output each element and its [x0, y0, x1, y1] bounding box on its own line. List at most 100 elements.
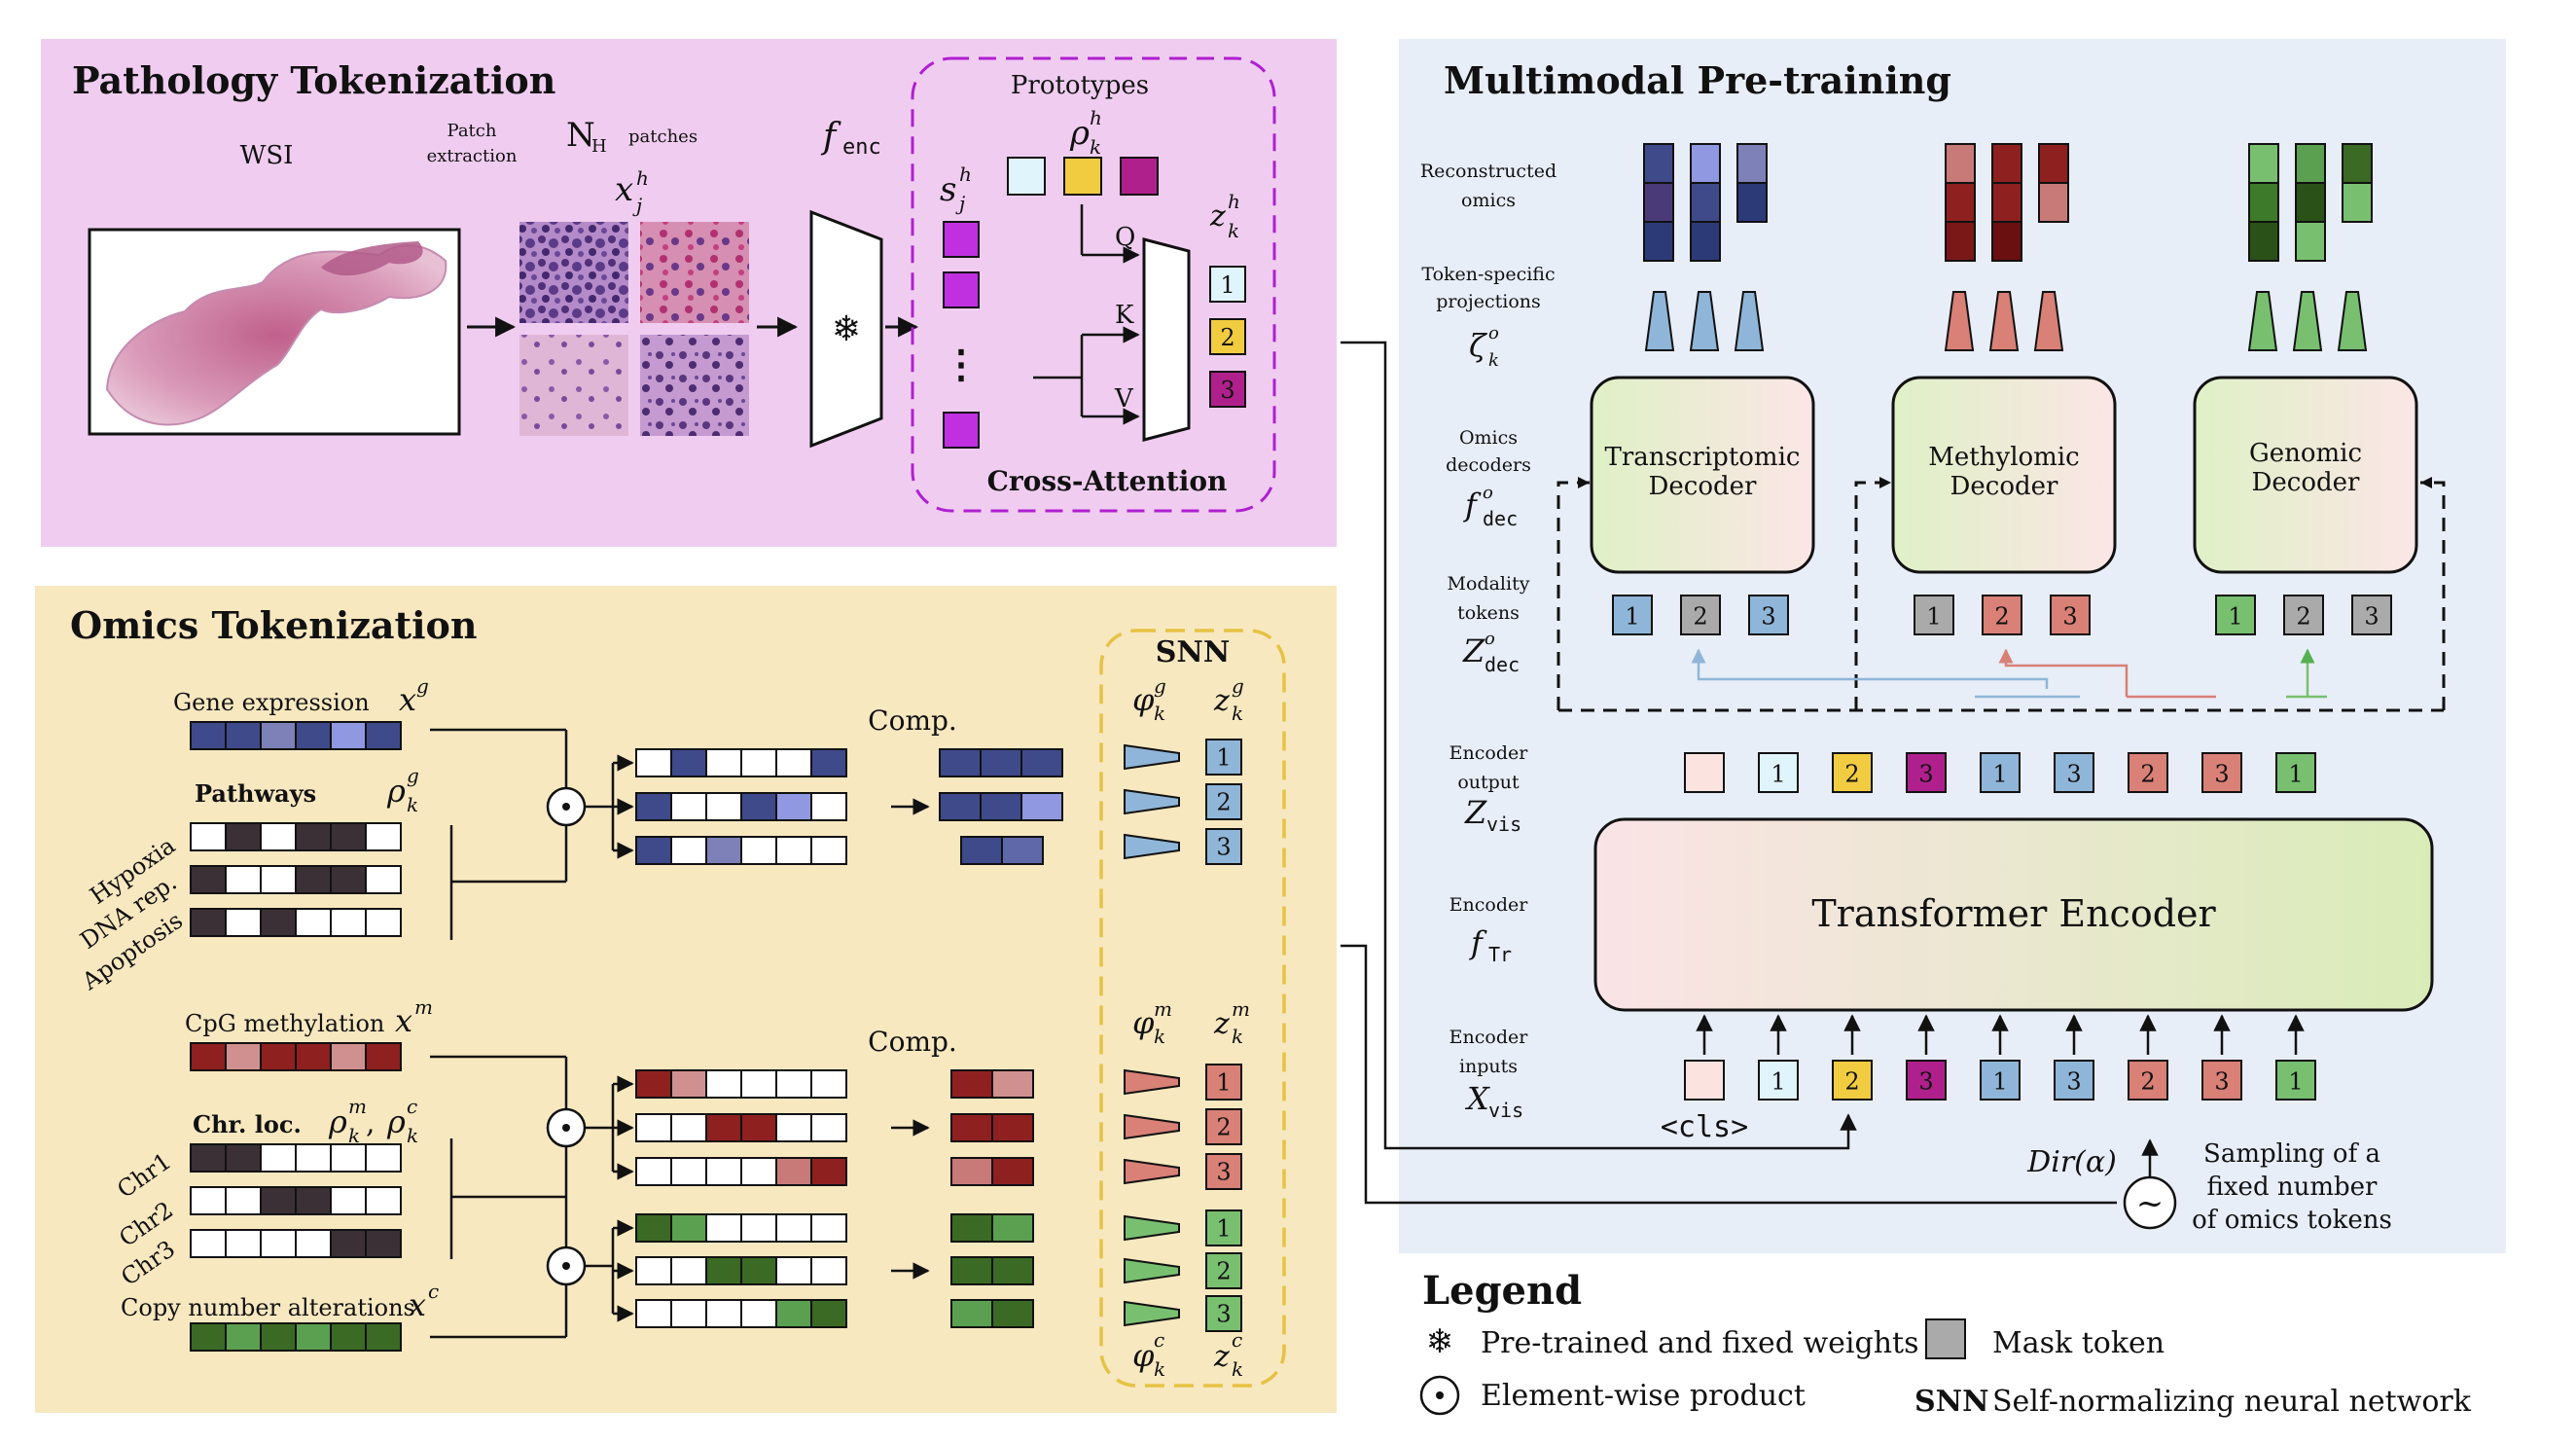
- methyl-token: [1205, 1064, 1242, 1101]
- svg-text:Encoder: Encoder: [1449, 1027, 1529, 1048]
- chr-cell: [330, 1229, 367, 1258]
- svg-text:Decoder: Decoder: [1649, 472, 1757, 501]
- methyl-recon-cell: [1991, 143, 2022, 184]
- gene-comp-cell: [939, 792, 982, 821]
- gene-masked-cell: [635, 748, 672, 777]
- methyl-recon-cell: [1991, 221, 2022, 262]
- encoder-inputs-label: Encoder inputs X vis: [1449, 1027, 1529, 1122]
- methyl-comp-cell: [950, 1113, 993, 1142]
- phi-c-label: φ c k: [1132, 1328, 1165, 1381]
- methyl-dec-token: [1914, 595, 1954, 635]
- methyl-masked-cell: [740, 1157, 777, 1186]
- methyl-comp-cell: [991, 1069, 1034, 1099]
- cls-label: <cls>: [1661, 1110, 1748, 1144]
- svg-text:g: g: [1232, 674, 1244, 698]
- chr-cell: [260, 1186, 297, 1215]
- svg-text:dec: dec: [1483, 507, 1518, 530]
- prototype-1: [1007, 157, 1046, 196]
- gene-comp-cell: [980, 748, 1022, 777]
- patch-extraction-label: Patch extraction: [427, 121, 518, 166]
- z-k-h-label: z h k: [1209, 190, 1240, 242]
- feedback-arrowheads: [1578, 477, 2432, 488]
- trans-projection: [1734, 291, 1765, 351]
- encoder-label: Encoder f Tr: [1449, 894, 1529, 966]
- svg-text:x: x: [409, 1286, 426, 1323]
- gen-recon-cell: [2342, 182, 2373, 223]
- chr-cell: [295, 1229, 332, 1258]
- methyl-token: [1205, 1108, 1242, 1145]
- transcriptomic-projections: [1644, 291, 1765, 351]
- svg-text:m: m: [1232, 997, 1250, 1021]
- svg-text:Decoder: Decoder: [1950, 472, 2058, 501]
- gen-dec-token-label: 3: [2364, 603, 2379, 631]
- svg-text:k: k: [1232, 1025, 1243, 1048]
- gen-recon-cell: [2295, 221, 2326, 262]
- trans-recon-cell: [1643, 182, 1674, 223]
- gene-token: [1205, 783, 1242, 820]
- svg-text:z: z: [1213, 1340, 1230, 1374]
- svg-text:ρ: ρ: [386, 1103, 406, 1140]
- svg-text:j: j: [632, 194, 642, 217]
- cna-label: Copy number alterations x c: [121, 1280, 439, 1323]
- gene-masked-vectors: [635, 748, 847, 865]
- pathway-cell: [330, 865, 367, 894]
- gene-product-icon: [546, 786, 587, 827]
- phi-m-label: φ m k: [1132, 997, 1172, 1048]
- encoder-output-token: [2128, 752, 2168, 793]
- svg-text:k: k: [407, 793, 418, 816]
- svg-text:z: z: [1213, 1007, 1230, 1041]
- transcriptomic-routing: [1691, 648, 2080, 699]
- methylomic-routing: [1998, 648, 2216, 699]
- omics-to-sampler-connector: [1341, 944, 2117, 1205]
- patch-encoder: [809, 209, 883, 449]
- svg-text:ρ: ρ: [1069, 114, 1090, 153]
- methyl-masked-cell: [635, 1069, 672, 1099]
- methyl-recon-cell: [1945, 182, 1976, 223]
- svg-text:2: 2: [1220, 324, 1234, 351]
- cna-product-icon: [546, 1245, 587, 1286]
- methyl-recon-cell: [1945, 221, 1976, 262]
- multimodal-title: Multimodal Pre-training: [1444, 58, 1951, 102]
- svg-text:fixed number: fixed number: [2207, 1173, 2378, 1202]
- chr-cell: [295, 1143, 332, 1173]
- gene-cell: [365, 721, 402, 750]
- gene-masked-cell: [775, 748, 812, 777]
- cna-masked-cell: [810, 1299, 847, 1328]
- svg-text:Tr: Tr: [1488, 943, 1512, 966]
- encoder-input-token: [1906, 1060, 1947, 1101]
- gene-masked-cell: [705, 792, 742, 821]
- encoder-output-token: [1832, 752, 1873, 793]
- methyl-comp-cell: [991, 1157, 1034, 1186]
- svg-text:vis: vis: [1486, 812, 1521, 836]
- svg-text:h: h: [1090, 106, 1102, 129]
- methyl-masked-cell: [810, 1069, 847, 1099]
- gene-expression-label: Gene expression x g: [173, 674, 429, 718]
- pathway-cell: [190, 822, 227, 851]
- gen-recon-cell: [2248, 182, 2279, 223]
- gen-dec-token: [2215, 595, 2256, 635]
- patch-3: [519, 335, 628, 436]
- n-patches-label: N H patches: [566, 116, 698, 157]
- encoder-input-token-label: 1: [1992, 1068, 2007, 1096]
- svg-text:tokens: tokens: [1457, 602, 1520, 624]
- reconstructed-methylomics: [1945, 143, 2069, 262]
- svg-text:g: g: [407, 764, 419, 787]
- cna-snn-projections: 123: [1124, 1209, 1242, 1332]
- svg-text:k: k: [1488, 350, 1499, 371]
- methyl-recon-cell: [2038, 182, 2069, 223]
- cpg-cell: [225, 1042, 262, 1071]
- cna-cell: [225, 1322, 262, 1352]
- pathway-cell: [190, 908, 227, 937]
- svg-text:k: k: [1154, 1357, 1165, 1381]
- svg-text:h: h: [636, 166, 649, 190]
- svg-text:Sampling of a: Sampling of a: [2203, 1139, 2380, 1169]
- encoder-input-token-label: 3: [2066, 1068, 2081, 1096]
- trans-dec-token-label: 1: [1625, 603, 1639, 631]
- legend-frozen-label: Pre-trained and fixed weights: [1481, 1326, 1918, 1360]
- cross-attention-block: [1142, 237, 1191, 442]
- chr-cell: [365, 1186, 402, 1215]
- svg-text:k: k: [1154, 1025, 1165, 1048]
- cna-cell: [330, 1322, 367, 1352]
- chr-cell: [225, 1143, 262, 1173]
